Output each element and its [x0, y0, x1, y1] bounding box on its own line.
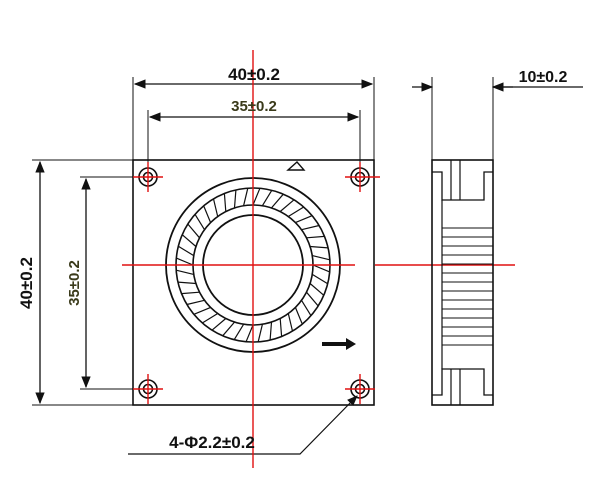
impeller-blade: [187, 223, 200, 239]
impeller-blade: [233, 189, 237, 208]
impeller-blade: [222, 321, 235, 337]
dim-label-mounting-holes: 4-Φ2.2±0.2: [169, 433, 255, 452]
impeller-blade: [301, 224, 320, 231]
side-fins: [442, 227, 493, 346]
impeller-blade: [245, 324, 254, 342]
impeller-blade: [312, 255, 330, 261]
impeller-blade: [201, 312, 219, 324]
dim-label-height-holes: 35±0.2: [66, 260, 83, 306]
dim-label-height-overall: 40±0.2: [17, 257, 36, 309]
impeller-blade: [309, 283, 325, 296]
impeller-blade: [203, 205, 212, 223]
impeller-blade: [295, 215, 313, 224]
impeller-blade: [223, 193, 227, 212]
impeller-blade: [193, 306, 211, 315]
impeller-blade: [312, 264, 330, 273]
dim-label-thickness: 10±0.2: [519, 69, 568, 86]
impeller-blade: [186, 299, 205, 306]
impeller-blade: [194, 213, 206, 231]
impeller-blade: [271, 193, 284, 209]
impeller-blade: [176, 257, 194, 266]
impeller-blade: [181, 291, 200, 295]
impeller-blade: [176, 269, 194, 275]
dim-label-width-overall: 40±0.2: [228, 65, 280, 84]
centerlines: [122, 50, 515, 468]
impeller-blade: [257, 324, 263, 342]
impeller-blade: [306, 291, 319, 307]
impeller-blade: [287, 313, 294, 332]
side-view: [412, 77, 583, 406]
impeller-blade: [279, 199, 295, 212]
dim-label-width-holes: 35±0.2: [231, 98, 277, 115]
impeller-blades: [176, 188, 330, 342]
rotation-arrow-icon: [322, 338, 356, 350]
impeller-blade: [269, 322, 273, 341]
impeller-blade: [261, 189, 273, 207]
impeller-blade: [306, 235, 325, 239]
impeller-blade: [181, 234, 197, 247]
impeller-blade: [311, 273, 329, 285]
outlet-notch: [286, 161, 306, 171]
impeller-blade: [279, 318, 283, 337]
impeller-blade: [212, 198, 219, 217]
impeller-blade: [233, 323, 245, 341]
impeller-blade: [211, 318, 227, 331]
impeller-blade: [252, 188, 261, 206]
impeller-blade: [243, 188, 249, 206]
impeller-blade: [287, 206, 305, 218]
impeller-blade: [177, 281, 196, 285]
impeller-blade: [300, 299, 312, 317]
impeller-blade: [294, 307, 303, 325]
leader-line-holes: [128, 397, 356, 455]
impeller-blade: [310, 245, 329, 249]
impeller-blade: [177, 245, 195, 257]
